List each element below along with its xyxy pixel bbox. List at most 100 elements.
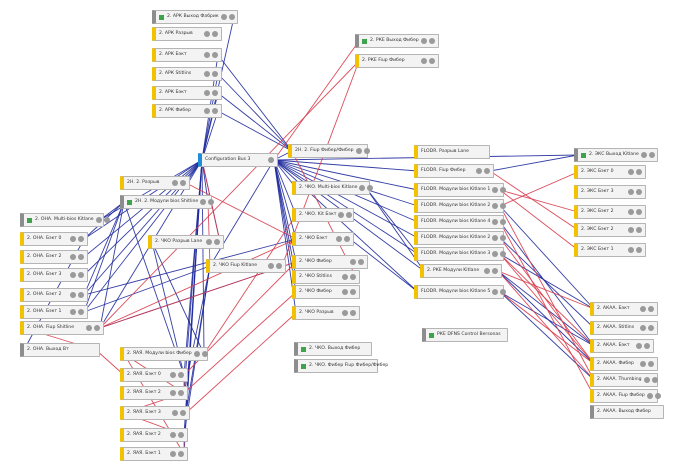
node-n35[interactable]: 2. ЧКО Разрыв Lane <box>148 235 224 249</box>
port-dot-icon[interactable] <box>212 31 218 37</box>
port-dot-icon[interactable] <box>338 212 345 218</box>
port-dot-icon[interactable] <box>648 325 654 331</box>
port-dot-icon[interactable] <box>178 451 184 457</box>
port-dot-icon[interactable] <box>342 310 348 316</box>
node-n12[interactable]: FLODR. Модули bios Kitlane 1 <box>414 183 507 197</box>
node-n21[interactable]: 2. ЭКС Бэкт 3 <box>574 185 646 199</box>
port-dot-icon[interactable] <box>346 212 353 218</box>
port-dot-icon[interactable] <box>228 14 235 20</box>
port-dot-icon[interactable] <box>628 189 634 195</box>
port-dot-icon[interactable] <box>70 236 76 242</box>
port-dot-icon[interactable] <box>178 372 184 378</box>
node-n22[interactable]: 2. ЭКС Бэкт 2 <box>574 205 646 219</box>
node-n9[interactable]: 2Н. 2. Fiup Фибер/Фибер <box>288 144 370 158</box>
port-dot-icon[interactable] <box>268 157 274 163</box>
port-dot-icon[interactable] <box>358 259 364 265</box>
port-dot-icon[interactable] <box>276 263 282 269</box>
port-dot-icon[interactable] <box>500 289 507 295</box>
port-dot-icon[interactable] <box>342 289 348 295</box>
port-dot-icon[interactable] <box>170 390 176 396</box>
port-dot-icon[interactable] <box>476 168 482 174</box>
port-dot-icon[interactable] <box>640 361 646 367</box>
node-n1[interactable]: 2. АРК Разрыв <box>152 27 222 41</box>
node-n30[interactable]: 2. ЧКО Fiup Kitlane <box>206 259 286 273</box>
node-n25[interactable]: 2Н. 2. Разрыв <box>120 176 190 190</box>
port-dot-icon[interactable] <box>180 180 186 186</box>
port-dot-icon[interactable] <box>636 189 642 195</box>
port-dot-icon[interactable] <box>78 272 84 278</box>
port-dot-icon[interactable] <box>429 58 435 64</box>
port-dot-icon[interactable] <box>94 325 100 331</box>
port-dot-icon[interactable] <box>70 272 76 278</box>
node-n51[interactable]: 2. ЯАЯ. Бэкт 2 <box>120 428 188 442</box>
node-n56[interactable]: 2. АКАА. Фибер <box>590 357 658 371</box>
port-dot-icon[interactable] <box>636 209 642 215</box>
port-dot-icon[interactable] <box>644 343 650 349</box>
node-n20[interactable]: 2. ЭКС Бэкт 0 <box>574 165 646 179</box>
node-n50[interactable]: 2. ЯАЯ. Бэкт 3 <box>120 406 190 420</box>
port-dot-icon[interactable] <box>643 377 650 383</box>
port-dot-icon[interactable] <box>636 247 642 253</box>
node-n33[interactable]: 2. ЧКО Фибер <box>292 285 360 299</box>
port-dot-icon[interactable] <box>484 268 490 274</box>
node-n58[interactable]: 2. АКАА. Fiup Фибер <box>590 389 661 403</box>
port-dot-icon[interactable] <box>268 263 274 269</box>
node-n6[interactable]: 2. РКЕ Выход Фибер <box>355 34 439 48</box>
port-dot-icon[interactable] <box>103 217 110 223</box>
port-dot-icon[interactable] <box>648 361 654 367</box>
port-dot-icon[interactable] <box>170 372 176 378</box>
port-dot-icon[interactable] <box>212 52 218 58</box>
node-n52[interactable]: 2. ЯАЯ. Бэкт 1 <box>120 447 188 461</box>
node-n41[interactable]: 2. ОНА. Бэкт 1 <box>20 305 88 319</box>
port-dot-icon[interactable] <box>78 292 84 298</box>
port-dot-icon[interactable] <box>204 71 210 77</box>
port-dot-icon[interactable] <box>350 289 356 295</box>
port-dot-icon[interactable] <box>492 203 499 209</box>
node-n47[interactable]: 2. ЯАЯ. Модули bios Фибер <box>120 347 208 361</box>
port-dot-icon[interactable] <box>363 148 370 154</box>
port-dot-icon[interactable] <box>201 351 208 357</box>
port-dot-icon[interactable] <box>492 251 499 257</box>
node-n0[interactable]: 2. АРК Выход Фабрик <box>152 10 238 24</box>
port-dot-icon[interactable] <box>70 309 76 315</box>
port-dot-icon[interactable] <box>628 169 634 175</box>
node-n29[interactable]: 2. ЧКО Бэкт <box>292 232 354 246</box>
port-dot-icon[interactable] <box>500 187 507 193</box>
port-dot-icon[interactable] <box>204 90 210 96</box>
node-n28[interactable]: 2. ЧКО. Kit Бэкт <box>292 208 354 222</box>
node-n46[interactable]: РКЕ DFNS Control Bersonas <box>422 328 508 342</box>
port-dot-icon[interactable] <box>170 451 176 457</box>
port-dot-icon[interactable] <box>628 247 634 253</box>
port-dot-icon[interactable] <box>492 268 498 274</box>
node-n18[interactable]: FLODR. Модули bios Kitlane 5 <box>414 285 507 299</box>
port-dot-icon[interactable] <box>640 152 647 158</box>
node-n4[interactable]: 2. АРК Бэкт <box>152 86 222 100</box>
node-n5[interactable]: 2. АРК Фибер <box>152 104 222 118</box>
port-dot-icon[interactable] <box>421 38 427 44</box>
port-dot-icon[interactable] <box>355 148 362 154</box>
port-dot-icon[interactable] <box>500 219 507 225</box>
port-dot-icon[interactable] <box>220 14 227 20</box>
port-dot-icon[interactable] <box>70 254 76 260</box>
node-n59[interactable]: 2. АКАА. Выход Фибер <box>590 405 664 419</box>
port-dot-icon[interactable] <box>78 236 84 242</box>
port-dot-icon[interactable] <box>193 351 200 357</box>
node-n44[interactable]: 2. ЧКО. Выход Фибер <box>294 342 372 356</box>
port-dot-icon[interactable] <box>492 219 499 225</box>
node-n3[interactable]: 2. АРК Stitlins <box>152 67 222 81</box>
port-dot-icon[interactable] <box>648 152 655 158</box>
port-dot-icon[interactable] <box>367 185 374 191</box>
port-dot-icon[interactable] <box>648 306 654 312</box>
port-dot-icon[interactable] <box>336 236 342 242</box>
port-dot-icon[interactable] <box>636 343 642 349</box>
port-dot-icon[interactable] <box>178 390 184 396</box>
node-n37[interactable]: 2. ОНА. Бэкт 0 <box>20 232 88 246</box>
port-dot-icon[interactable] <box>636 169 642 175</box>
port-dot-icon[interactable] <box>640 325 646 331</box>
port-dot-icon[interactable] <box>492 187 499 193</box>
port-dot-icon[interactable] <box>344 236 350 242</box>
node-n38[interactable]: 2. ОНА. Бэкт 2 <box>20 250 88 264</box>
port-dot-icon[interactable] <box>350 274 356 280</box>
port-dot-icon[interactable] <box>212 90 218 96</box>
node-n34[interactable]: 2. ЧКО Разрыв <box>292 306 360 320</box>
